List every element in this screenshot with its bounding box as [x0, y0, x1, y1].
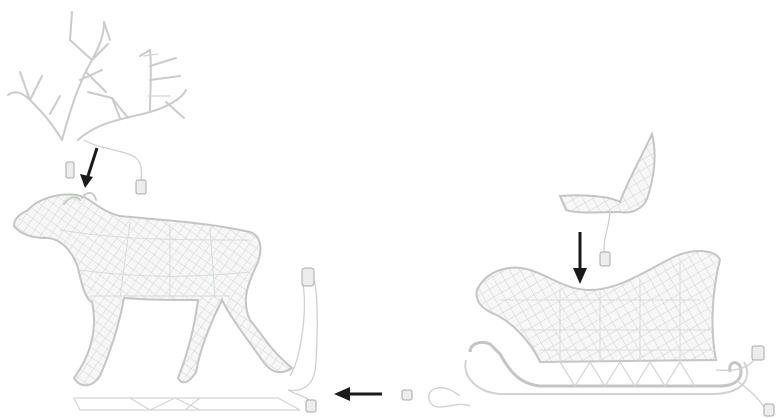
plug-icon	[764, 404, 774, 416]
arrow-down-right	[573, 232, 587, 284]
plug-icon	[752, 346, 764, 360]
plug-icon	[66, 162, 74, 178]
plug-icon	[600, 252, 610, 266]
arrow-down-left	[80, 148, 97, 188]
reindeer-body	[14, 162, 317, 412]
arrow-left	[334, 387, 382, 401]
sleigh-seat	[560, 134, 655, 266]
reindeer-antlers	[8, 12, 186, 194]
plug-icon	[136, 180, 146, 194]
plug-icon	[402, 390, 412, 400]
plug-icon	[306, 400, 316, 412]
plug-icon	[302, 268, 314, 286]
sleigh-body	[402, 251, 774, 416]
